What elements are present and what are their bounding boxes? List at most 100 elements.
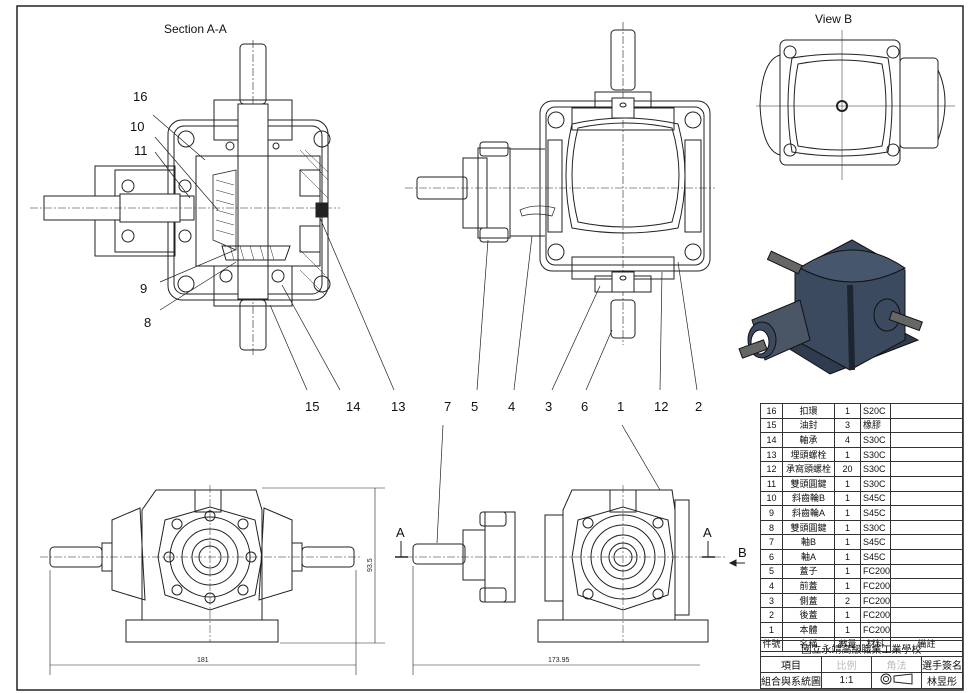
- part-name: 前蓋: [782, 578, 835, 594]
- part-material: S30C: [859, 475, 892, 492]
- part-quantity: 1: [834, 475, 861, 492]
- part-name: 後蓋: [782, 607, 835, 623]
- part-material: S20C: [859, 403, 892, 419]
- part-name: 油封: [782, 417, 835, 434]
- top-view-callouts: 7 5 4 3 6 1 12 2: [444, 399, 702, 414]
- view-b: View B: [756, 12, 955, 180]
- signature-label: 選手簽名: [921, 656, 963, 673]
- part-material: FC200: [859, 563, 892, 580]
- scale-value: 1:1: [821, 672, 872, 689]
- projection-label: 角法: [871, 656, 922, 673]
- callout-2: 2: [695, 399, 702, 414]
- section-a-a-view: Section A-A: [30, 22, 395, 391]
- callout-12: 12: [654, 399, 668, 414]
- section-marker-a-right: A: [703, 525, 712, 540]
- part-quantity: 1: [834, 563, 861, 580]
- scale-label: 比例: [821, 656, 872, 673]
- item-label: 項目: [760, 656, 822, 673]
- part-remark: [890, 475, 963, 492]
- part-number: 15: [760, 417, 783, 434]
- part-quantity: 3: [834, 417, 861, 434]
- part-name: 蓋子: [782, 563, 835, 580]
- part-material: FC200: [859, 592, 892, 609]
- part-material: FC200: [859, 621, 892, 638]
- top-view: [405, 22, 715, 544]
- part-material: 橡膠: [859, 417, 892, 434]
- dimension-overall-length: 181: [197, 657, 209, 664]
- part-remark: [890, 403, 963, 419]
- part-material: S30C: [859, 446, 892, 463]
- part-name: 軸A: [782, 548, 835, 565]
- part-remark: [890, 548, 963, 565]
- part-number: 5: [760, 563, 783, 580]
- part-material: S45C: [859, 534, 892, 550]
- part-number: 8: [760, 519, 783, 536]
- part-material: S30C: [859, 461, 892, 477]
- section-marker-a-left: A: [396, 525, 405, 540]
- part-name: 軸B: [782, 534, 835, 550]
- part-quantity: 1: [834, 505, 861, 521]
- part-material: S45C: [859, 490, 892, 507]
- part-remark: [890, 621, 963, 638]
- part-quantity: 1: [834, 607, 861, 623]
- callout-10: 10: [130, 119, 144, 134]
- part-material: FC200: [859, 607, 892, 623]
- part-remark: [890, 446, 963, 463]
- part-quantity: 1: [834, 490, 861, 507]
- part-number: 12: [760, 461, 783, 477]
- sheet-border: [16, 5, 964, 691]
- part-material: S45C: [859, 548, 892, 565]
- part-remark: [890, 607, 963, 623]
- part-remark: [890, 490, 963, 507]
- part-number: 2: [760, 607, 783, 623]
- projection-symbol: [871, 672, 922, 689]
- callout-6: 6: [581, 399, 588, 414]
- part-quantity: 1: [834, 548, 861, 565]
- part-quantity: 1: [834, 519, 861, 536]
- part-number: 11: [760, 475, 783, 492]
- section-callouts: 16 10 11 9 8 15 14 13: [130, 89, 405, 414]
- part-name: 扣環: [782, 403, 835, 419]
- callout-5: 5: [471, 399, 478, 414]
- side-view: [395, 485, 745, 675]
- part-name: 雙頭圓鍵: [782, 475, 835, 492]
- part-name: 斜齒輪A: [782, 505, 835, 521]
- callout-8: 8: [144, 315, 151, 330]
- title-block: 國立永靖高級職業工業學校 項目 比例 角法 選手簽名 組合與系統圖 1:1 林昱…: [760, 640, 963, 689]
- part-remark: [890, 505, 963, 521]
- part-number: 6: [760, 548, 783, 565]
- dimension-overall-height: 93.5: [367, 558, 374, 572]
- part-number: 13: [760, 446, 783, 463]
- part-number: 7: [760, 534, 783, 550]
- part-remark: [890, 578, 963, 594]
- part-quantity: 1: [834, 621, 861, 638]
- part-remark: [890, 519, 963, 536]
- callout-11: 11: [134, 143, 148, 158]
- view-marker-b: B: [738, 545, 747, 560]
- callout-15: 15: [305, 399, 319, 414]
- part-number: 9: [760, 505, 783, 521]
- school-name: 國立永靖高級職業工業學校: [760, 640, 963, 657]
- part-remark: [890, 432, 963, 448]
- part-name: 埋頭螺栓: [782, 446, 835, 463]
- part-name: 承窩頭螺栓: [782, 461, 835, 477]
- drawing-name: 組合與系統圖: [760, 672, 822, 689]
- callout-14: 14: [346, 399, 360, 414]
- part-number: 10: [760, 490, 783, 507]
- part-name: 側蓋: [782, 592, 835, 609]
- part-material: S30C: [859, 432, 892, 448]
- part-name: 本體: [782, 621, 835, 638]
- part-remark: [890, 592, 963, 609]
